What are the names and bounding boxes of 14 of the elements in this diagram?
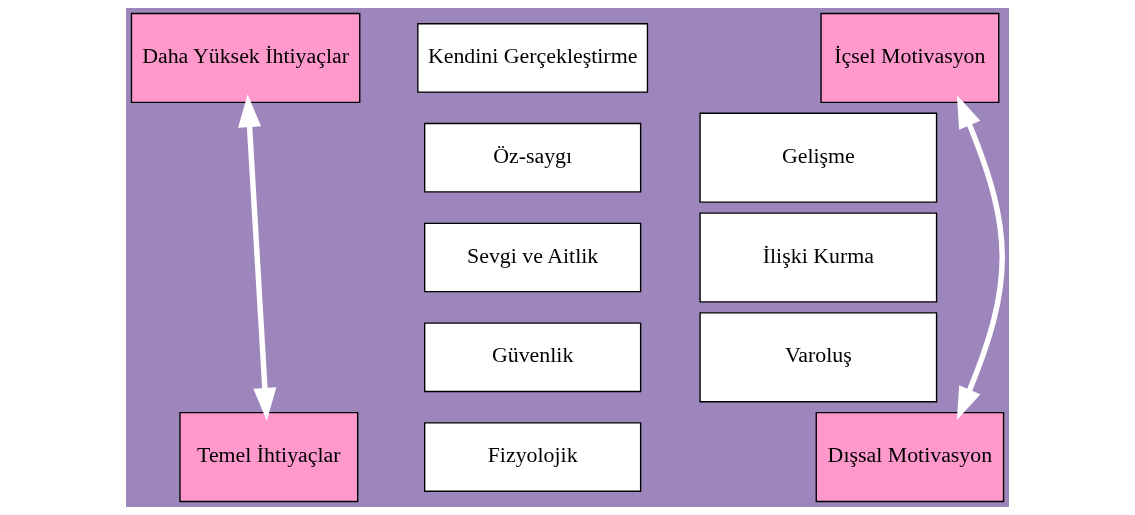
node-box: Gelişme [699,112,938,203]
arrow [956,94,1005,421]
node-box: Fizyolojik [423,422,642,492]
node-box: İlişki Kurma [699,212,938,303]
arrow [238,94,277,421]
node-box: Güvenlik [423,322,642,393]
node-box: Öz-saygı [423,122,642,193]
node-box: Dışsal Motivasyon [815,411,1005,503]
node-box: Daha Yüksek İhtiyaçlar [130,12,361,104]
node-box: Kendini Gerçekleştirme [417,23,649,93]
node-box: Temel İhtiyaçlar [179,411,359,503]
node-box: Varoluş [699,312,938,403]
node-box: İçsel Motivasyon [820,12,1000,104]
node-box: Sevgi ve Aitlik [423,222,642,293]
